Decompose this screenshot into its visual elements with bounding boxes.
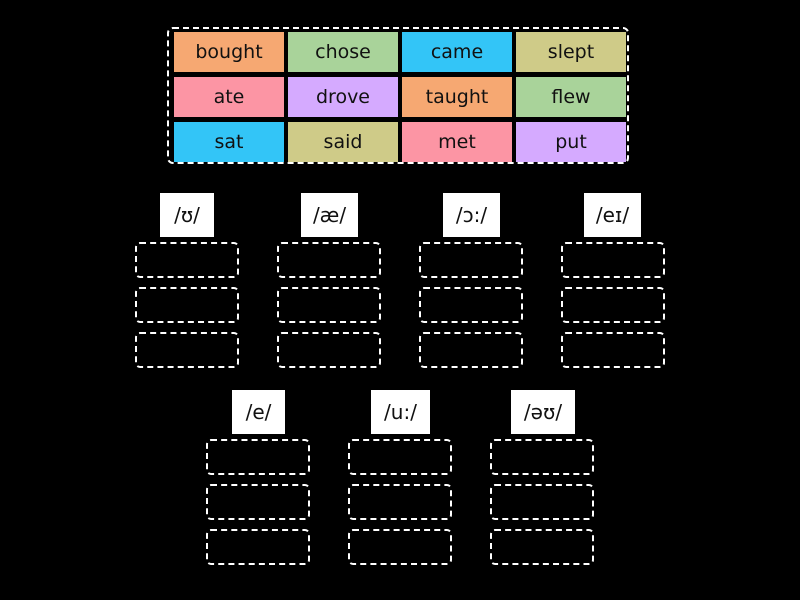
drop-slot-aw-long-1[interactable] <box>419 242 523 278</box>
word-tile-slept[interactable]: slept <box>516 32 626 72</box>
drop-slot-ou-2[interactable] <box>490 484 594 520</box>
word-tile-bought[interactable]: bought <box>174 32 284 72</box>
word-tile-came[interactable]: came <box>402 32 512 72</box>
drop-slot-u-short-2[interactable] <box>135 287 239 323</box>
word-tile-ate[interactable]: ate <box>174 77 284 117</box>
drop-slot-e-1[interactable] <box>206 439 310 475</box>
drop-slot-u-short-3[interactable] <box>135 332 239 368</box>
word-bank: bought chose came slept ate drove taught… <box>167 27 629 164</box>
word-tile-put[interactable]: put <box>516 122 626 162</box>
drop-slot-ei-3[interactable] <box>561 332 665 368</box>
drop-slot-ou-3[interactable] <box>490 529 594 565</box>
drop-slot-u-long-1[interactable] <box>348 439 452 475</box>
drop-slot-u-short-1[interactable] <box>135 242 239 278</box>
word-tile-chose[interactable]: chose <box>288 32 398 72</box>
drop-slot-u-long-2[interactable] <box>348 484 452 520</box>
word-tile-taught[interactable]: taught <box>402 77 512 117</box>
drop-slot-e-2[interactable] <box>206 484 310 520</box>
drop-slot-ei-2[interactable] <box>561 287 665 323</box>
drop-slot-aw-long-3[interactable] <box>419 332 523 368</box>
word-tile-said[interactable]: said <box>288 122 398 162</box>
drop-slot-e-3[interactable] <box>206 529 310 565</box>
drop-slot-ei-1[interactable] <box>561 242 665 278</box>
word-tile-sat[interactable]: sat <box>174 122 284 162</box>
category-label-ae: /æ/ <box>301 193 358 237</box>
word-tile-drove[interactable]: drove <box>288 77 398 117</box>
drop-slot-ae-2[interactable] <box>277 287 381 323</box>
category-label-u-long: /u:/ <box>371 390 430 434</box>
drop-slot-aw-long-2[interactable] <box>419 287 523 323</box>
category-label-ei: /eɪ/ <box>584 193 641 237</box>
word-tile-flew[interactable]: flew <box>516 77 626 117</box>
drop-slot-ou-1[interactable] <box>490 439 594 475</box>
drop-slot-ae-1[interactable] <box>277 242 381 278</box>
drop-slot-ae-3[interactable] <box>277 332 381 368</box>
category-label-ou: /əʊ/ <box>511 390 575 434</box>
category-label-e: /e/ <box>232 390 285 434</box>
category-label-u-short: /ʊ/ <box>160 193 214 237</box>
word-tile-met[interactable]: met <box>402 122 512 162</box>
drop-slot-u-long-3[interactable] <box>348 529 452 565</box>
category-label-aw-long: /ɔ:/ <box>443 193 500 237</box>
